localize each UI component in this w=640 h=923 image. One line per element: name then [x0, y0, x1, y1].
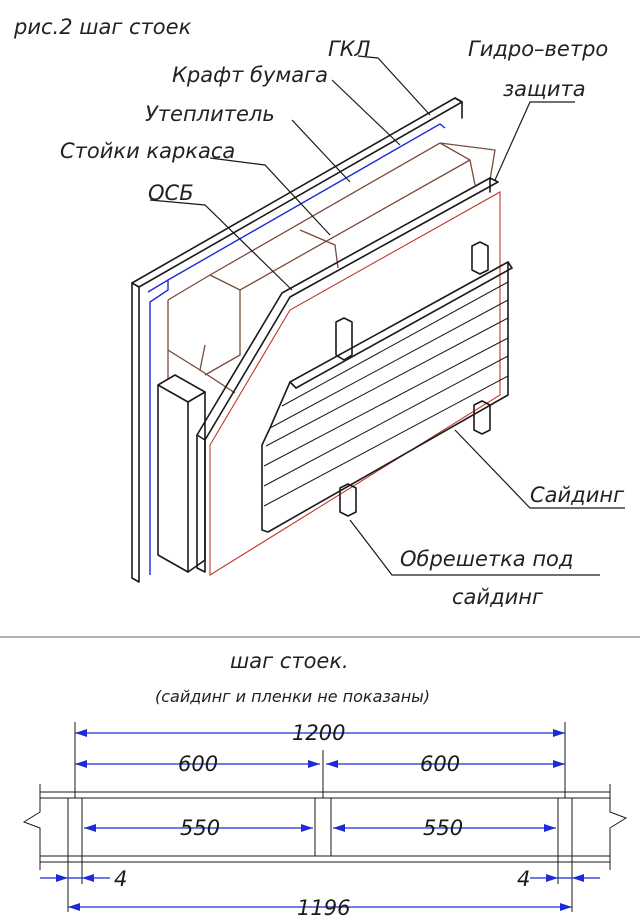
- label-siding: Сайдинг: [530, 483, 625, 507]
- dim-clear-right: 550: [423, 816, 463, 840]
- label-membrane-line2: защита: [503, 77, 586, 101]
- label-gkl: ГКЛ: [328, 37, 371, 61]
- label-membrane-line1: Гидро–ветро: [468, 37, 608, 61]
- leader-lines: [149, 55, 625, 576]
- dim-total-bottom: 1196: [297, 896, 350, 920]
- dim-span-right: 600: [420, 752, 460, 776]
- gkl-layer: [131, 97, 463, 583]
- plan-stud-left: [67, 797, 83, 857]
- label-batten-line1: Обрешетка под: [400, 547, 573, 571]
- dim-clear-left: 550: [180, 816, 220, 840]
- plan-stud-right: [557, 797, 573, 857]
- wall-isometric: [131, 55, 625, 583]
- osb-layer: [196, 177, 499, 573]
- plan-stud-middle: [314, 797, 332, 857]
- membrane-layer: [209, 191, 501, 576]
- label-kraft: Крафт бумага: [172, 63, 328, 87]
- plan-drawing: [22, 722, 628, 912]
- plan-title: шаг стоек.: [230, 649, 349, 673]
- stud-left: [157, 374, 206, 573]
- dim-gap-left: 4: [114, 867, 127, 891]
- label-osb: ОСБ: [148, 181, 194, 205]
- insulation-layer: [167, 142, 496, 394]
- batten-bottom: [339, 400, 491, 517]
- label-studs: Стойки каркаса: [60, 139, 235, 163]
- kraft-layer: [147, 278, 169, 575]
- figure-caption: рис.2 шаг стоек: [13, 15, 192, 39]
- plan-subtitle: (сайдинг и пленки не показаны): [155, 687, 430, 706]
- batten-top: [335, 241, 489, 361]
- siding-layer: [261, 261, 513, 533]
- label-batten-line2: сайдинг: [452, 585, 544, 609]
- dim-total-top: 1200: [292, 721, 345, 745]
- label-insulation: Утеплитель: [145, 102, 275, 126]
- dim-gap-right: 4: [517, 867, 530, 891]
- plan-dimensions: [40, 729, 600, 911]
- dim-span-left: 600: [178, 752, 218, 776]
